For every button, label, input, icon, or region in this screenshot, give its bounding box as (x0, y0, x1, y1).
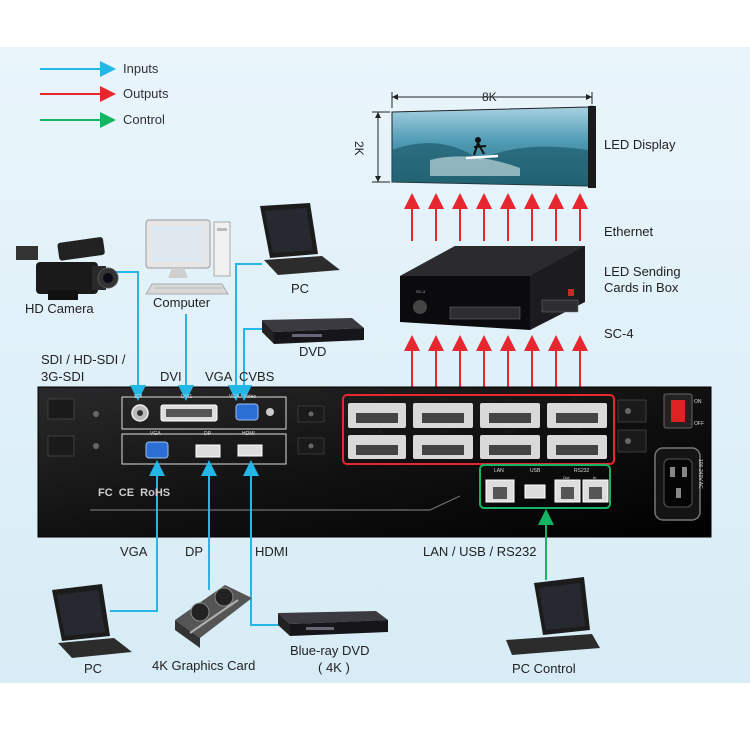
panel-out-top-3: Out1 (571, 397, 582, 403)
pc-control-label: PC Control (512, 661, 576, 676)
vga-video-port (235, 403, 259, 421)
display-width-label: 8K (482, 90, 497, 104)
panel-usb-label: USB (530, 468, 541, 474)
panel-dp-label: DP (204, 431, 211, 437)
output-arrows (404, 335, 588, 392)
computer-icon (145, 219, 231, 295)
panel-vga-video-label: VGA / Video (229, 394, 257, 400)
surfer-figure (475, 137, 481, 143)
sdi-input-line (98, 271, 146, 401)
panel-rs-in-label: In (593, 475, 597, 480)
pc-control-laptop-icon (506, 577, 600, 655)
panel-dvi1-label: DVI1 (181, 394, 193, 400)
sending-box-label-2: Cards in Box (604, 280, 679, 295)
panel-out-top-0: Out4 (371, 397, 382, 403)
diagram-canvas: SC-4 (0, 47, 750, 683)
panel-sdi-label: SDI (134, 394, 143, 400)
usb-port (524, 484, 546, 499)
panel-on-label: ON (694, 399, 702, 405)
vga-cvbs-interface-label: VGA CVBS (205, 369, 275, 384)
video-processor-panel (37, 386, 712, 538)
vga-input-line (228, 263, 262, 401)
legend-outputs-label: Outputs (123, 86, 169, 101)
dvd-player-icon (262, 318, 364, 344)
input-lines (98, 263, 554, 626)
bluray-player-icon (278, 611, 388, 636)
hdmi-port (237, 444, 263, 457)
vga-interface-label: VGA (120, 544, 148, 559)
panel-rs-out-label: Out (563, 475, 570, 480)
legend-inputs-label: Inputs (123, 61, 159, 76)
panel-out-top-2: Out2 (504, 397, 515, 403)
bluray-label-2: ( 4K ) (318, 660, 350, 675)
cvbs-input-line (236, 328, 263, 401)
panel-out-bottom-0: Out4 (371, 429, 382, 435)
panel-out-bottom-2: Out2 (504, 429, 515, 435)
diagram-svg: SC-4 (16, 61, 712, 658)
sending-box-model: SC-4 (604, 326, 634, 341)
legend (40, 61, 116, 128)
dvi-interface-label: DVI (160, 369, 182, 384)
panel-power-rating: 100-240V AC (697, 459, 703, 489)
panel-out-bottom-3: Out1 (571, 429, 582, 435)
hd-camera-icon (16, 237, 119, 300)
sending-box-label-1: LED Sending (604, 264, 681, 279)
ethernet-label: Ethernet (604, 224, 654, 239)
hd-camera-label: HD Camera (25, 301, 94, 316)
panel-hdmi-label: HDMI (242, 431, 255, 437)
bluray-label-1: Blue-ray DVD (290, 643, 370, 658)
panel-out-top-1: Out3 (437, 397, 448, 403)
panel-cert-marks: FC CE RoHS (98, 487, 171, 499)
output-ports-box (342, 394, 615, 465)
panel-lan-label: LAN (494, 468, 504, 474)
dvd-label: DVD (299, 344, 327, 359)
vga-port (145, 441, 169, 459)
computer-label: Computer (153, 295, 211, 310)
control-ports-box (479, 464, 611, 509)
hdmi-interface-label: HDMI (255, 544, 289, 559)
display-height-label: 2K (352, 141, 366, 156)
panel-vga-label: VGA (150, 431, 161, 437)
pc-laptop-bottom-icon (52, 584, 132, 658)
pc-top-label: PC (291, 281, 310, 296)
legend-control-label: Control (123, 112, 165, 127)
panel-out-bottom-1: Out3 (437, 429, 448, 435)
panel-rs232-label: RS232 (574, 468, 590, 474)
led-display (372, 92, 596, 188)
graphics-card-label: 4K Graphics Card (152, 658, 256, 673)
svg-text:SC-4: SC-4 (416, 289, 426, 294)
ethernet-arrows (404, 193, 588, 241)
top-input-group (121, 396, 287, 430)
panel-off-label: OFF (694, 421, 704, 427)
pc-bottom-label: PC (84, 661, 103, 676)
hdmi-input-line (243, 460, 278, 626)
sdi-interface-label-1: SDI / HD-SDI / (41, 352, 126, 367)
led-display-label: LED Display (604, 137, 676, 152)
dp-port (195, 444, 221, 458)
graphics-card-icon (175, 585, 252, 648)
power-rocker (671, 400, 685, 422)
dp-interface-label: DP (185, 544, 204, 559)
control-interface-label: LAN / USB / RS232 (423, 544, 537, 559)
led-sending-box: SC-4 (400, 246, 585, 330)
vga-bottom-input-line (110, 460, 165, 612)
pc-laptop-icon (260, 203, 340, 275)
sdi-interface-label-2: 3G-SDI (41, 369, 85, 384)
